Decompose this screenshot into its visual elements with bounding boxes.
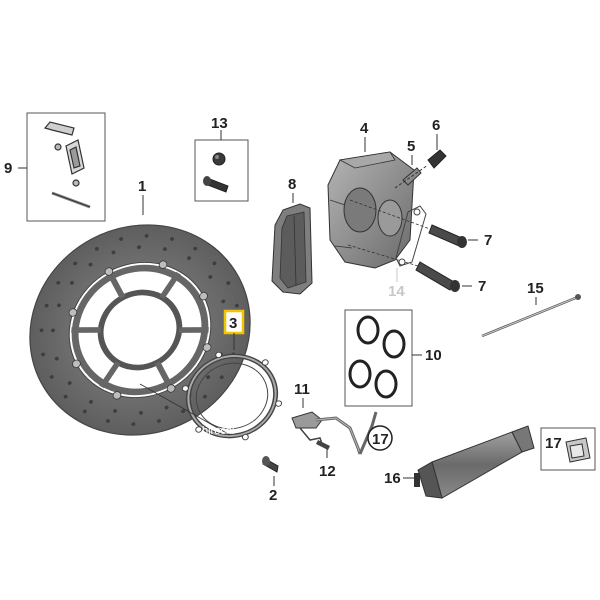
caliper-bracket: 14 xyxy=(388,205,427,300)
callout-7-upper: 7 xyxy=(484,232,492,249)
abs-sensor-ring: 3 hirochi xyxy=(139,309,283,441)
callout-10: 10 xyxy=(425,347,442,364)
bleeder-cap-kit: 13 xyxy=(194,115,249,202)
callout-1: 1 xyxy=(138,178,146,195)
callout-3: 3 xyxy=(229,315,237,332)
seal-kit: 10 xyxy=(344,309,442,407)
callout-8: 8 xyxy=(288,176,296,193)
callout-4: 4 xyxy=(360,120,369,137)
callout-15: 15 xyxy=(527,280,544,297)
callout-17-circle: 17 xyxy=(372,431,389,448)
pad-retainer-kit: 9 xyxy=(4,112,106,222)
bleed-valve: 5 6 xyxy=(394,117,447,189)
callout-16: 16 xyxy=(384,470,401,487)
caliper-bolt-upper: 7 xyxy=(349,199,492,249)
callout-13: 13 xyxy=(211,115,228,132)
watermark: hirochi xyxy=(202,425,234,437)
brake-disc: 1 xyxy=(29,178,251,436)
spring-clip-kit: 17 xyxy=(540,427,596,471)
callout-6: 6 xyxy=(432,117,440,134)
callout-5: 5 xyxy=(407,138,415,155)
callout-14: 14 xyxy=(388,283,405,300)
abs-sensor: 11 12 xyxy=(291,381,378,480)
caliper-bolt-lower: 7 xyxy=(347,244,486,295)
pad-pin: 15 xyxy=(481,280,581,338)
callout-17-box: 17 xyxy=(545,435,562,452)
callout-12: 12 xyxy=(319,463,336,480)
callout-2: 2 xyxy=(269,487,277,504)
brake-pad: 8 xyxy=(271,176,313,295)
callout-7-lower: 7 xyxy=(478,278,486,295)
disc-bolt: 2 xyxy=(262,456,279,504)
reference-17-circle: 17 xyxy=(367,425,393,451)
assembly-paste-tube: 16 xyxy=(384,425,535,499)
brake-caliper: 4 xyxy=(327,120,415,269)
callout-11: 11 xyxy=(294,381,310,398)
callout-9: 9 xyxy=(4,160,12,177)
